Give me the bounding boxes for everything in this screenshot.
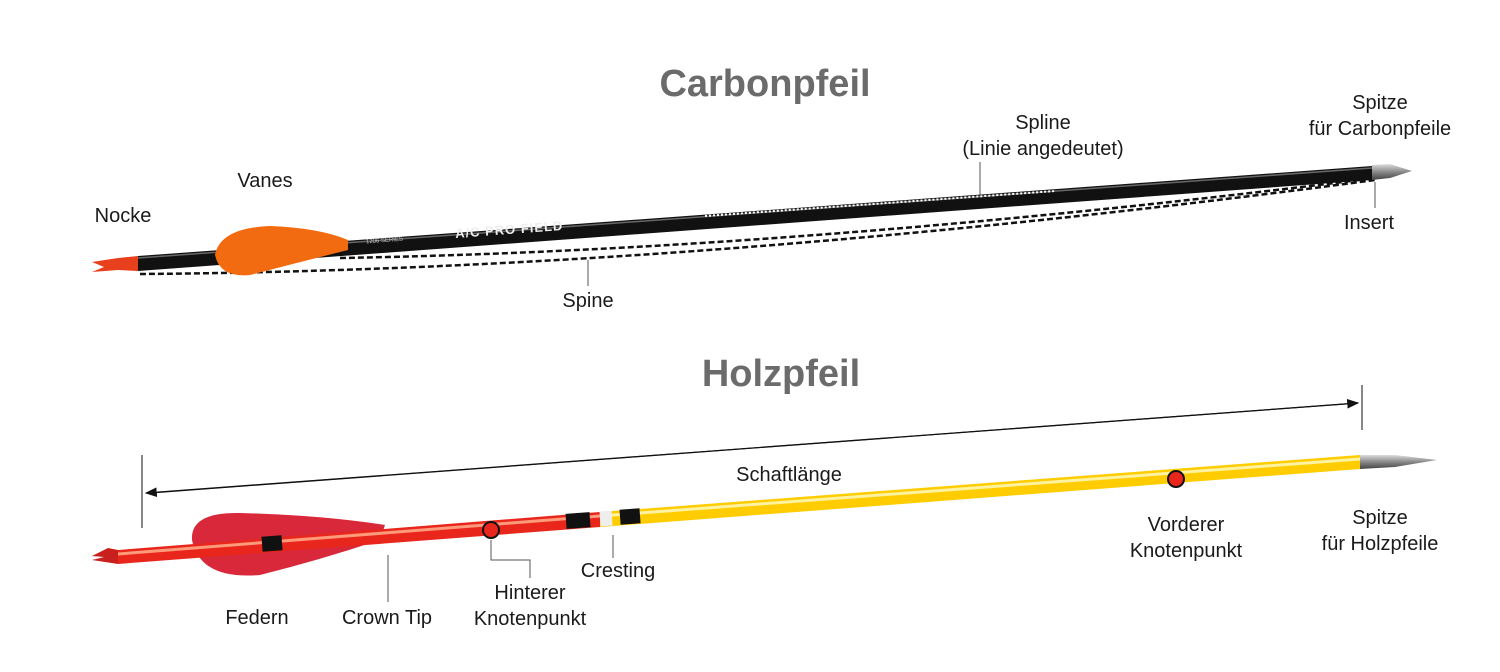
label-carbon-tip: Spitze für Carbonpfeile [1309, 90, 1451, 142]
label-schaftlaenge: Schaftlänge [736, 464, 842, 486]
wood-title: Holzpfeil [701, 353, 861, 395]
carbon-arrow [92, 162, 1412, 286]
spine-dashed-curve-lower [139, 178, 1376, 276]
carbon-title: Carbonpfeil [659, 63, 871, 105]
cresting-bands [261, 508, 641, 552]
label-carbon-tip-line1: Spitze [1352, 92, 1408, 114]
rear-node-point [482, 521, 500, 539]
spine-dashed-curve-upper [339, 176, 1376, 260]
wood-nock [92, 548, 118, 564]
vane [215, 226, 348, 276]
label-carbon-tip-line2: für Carbonpfeile [1308, 118, 1452, 140]
label-federn: Federn [225, 607, 289, 629]
label-wood-tip: Spitze für Holzpfeile [1322, 505, 1439, 557]
label-rear-node-line1: Hinterer [494, 582, 566, 604]
label-front-node-line2: Knotenpunkt [1129, 540, 1243, 562]
label-spline: Spline (Linie angedeutet) [962, 110, 1123, 162]
nock [92, 256, 138, 272]
spline-line [704, 190, 1056, 217]
label-cresting: Cresting [580, 560, 656, 582]
label-rear-node-line2: Knotenpunkt [473, 608, 587, 630]
carbon-shaft [138, 166, 1372, 271]
label-crown-tip: Crown Tip [341, 607, 433, 629]
wood-shaft-front [600, 455, 1360, 527]
wood-shaft-rear [118, 512, 600, 564]
label-front-node-line1: Vorderer [1147, 514, 1225, 536]
label-spline-line2: (Linie angedeutet) [962, 138, 1124, 160]
label-spline-line1: Spline [1015, 112, 1071, 134]
wood-arrow [92, 385, 1437, 602]
label-nocke: Nocke [94, 205, 152, 227]
front-node-point [1167, 470, 1185, 488]
wood-tip [1360, 455, 1437, 469]
carbon-tip [1372, 164, 1412, 180]
label-insert: Insert [1343, 212, 1395, 234]
label-wood-tip-line2: für Holzpfeile [1321, 533, 1439, 555]
label-spine: Spine [562, 290, 614, 312]
label-wood-tip-line1: Spitze [1352, 507, 1408, 529]
label-vanes: Vanes [237, 170, 293, 192]
